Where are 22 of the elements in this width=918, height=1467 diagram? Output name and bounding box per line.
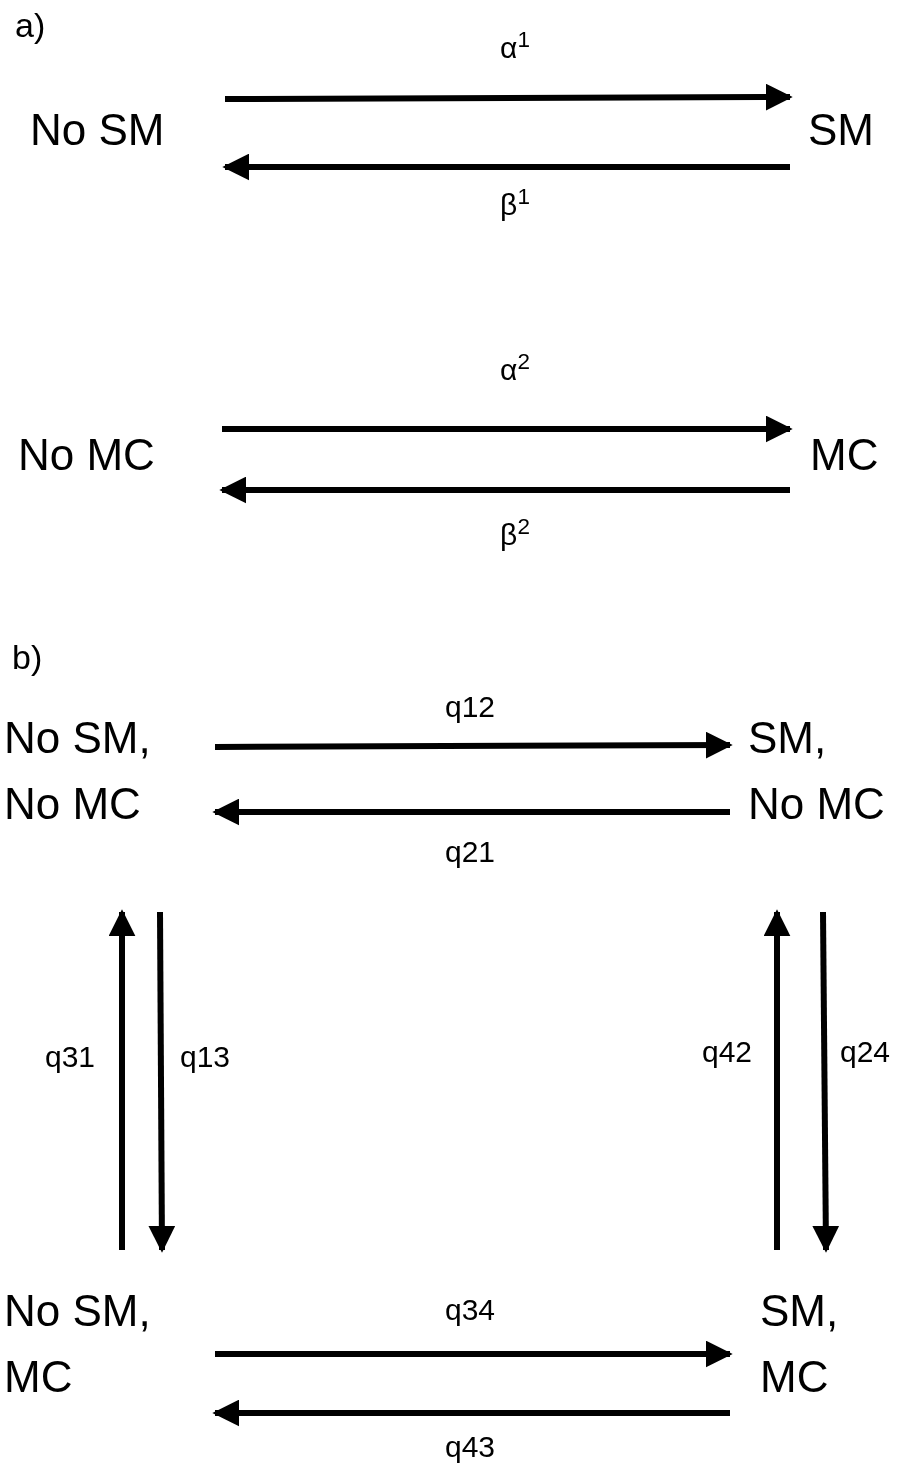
state-label: No MC bbox=[18, 429, 156, 481]
arrow bbox=[763, 909, 791, 1250]
arrow bbox=[219, 476, 790, 504]
state-label: SM, No MC bbox=[748, 712, 886, 830]
state-label: SM, MC bbox=[760, 1285, 840, 1403]
arrow bbox=[225, 83, 793, 111]
state-label: No SM, MC bbox=[4, 1285, 152, 1403]
arrow bbox=[215, 731, 733, 759]
arrow bbox=[215, 1340, 733, 1368]
arrow bbox=[222, 153, 790, 181]
panel-label: b) bbox=[12, 640, 43, 674]
arrow bbox=[148, 912, 176, 1253]
state-label: MC bbox=[810, 429, 880, 481]
state-label: No SM bbox=[30, 104, 166, 156]
state-label: SM bbox=[808, 104, 875, 156]
arrow bbox=[212, 1399, 730, 1427]
state-label: No SM, No MC bbox=[4, 712, 152, 830]
panel-label: a) bbox=[15, 8, 46, 42]
arrow bbox=[812, 911, 840, 1253]
arrow bbox=[222, 415, 793, 443]
arrow bbox=[108, 909, 136, 1250]
arrow bbox=[212, 798, 730, 826]
